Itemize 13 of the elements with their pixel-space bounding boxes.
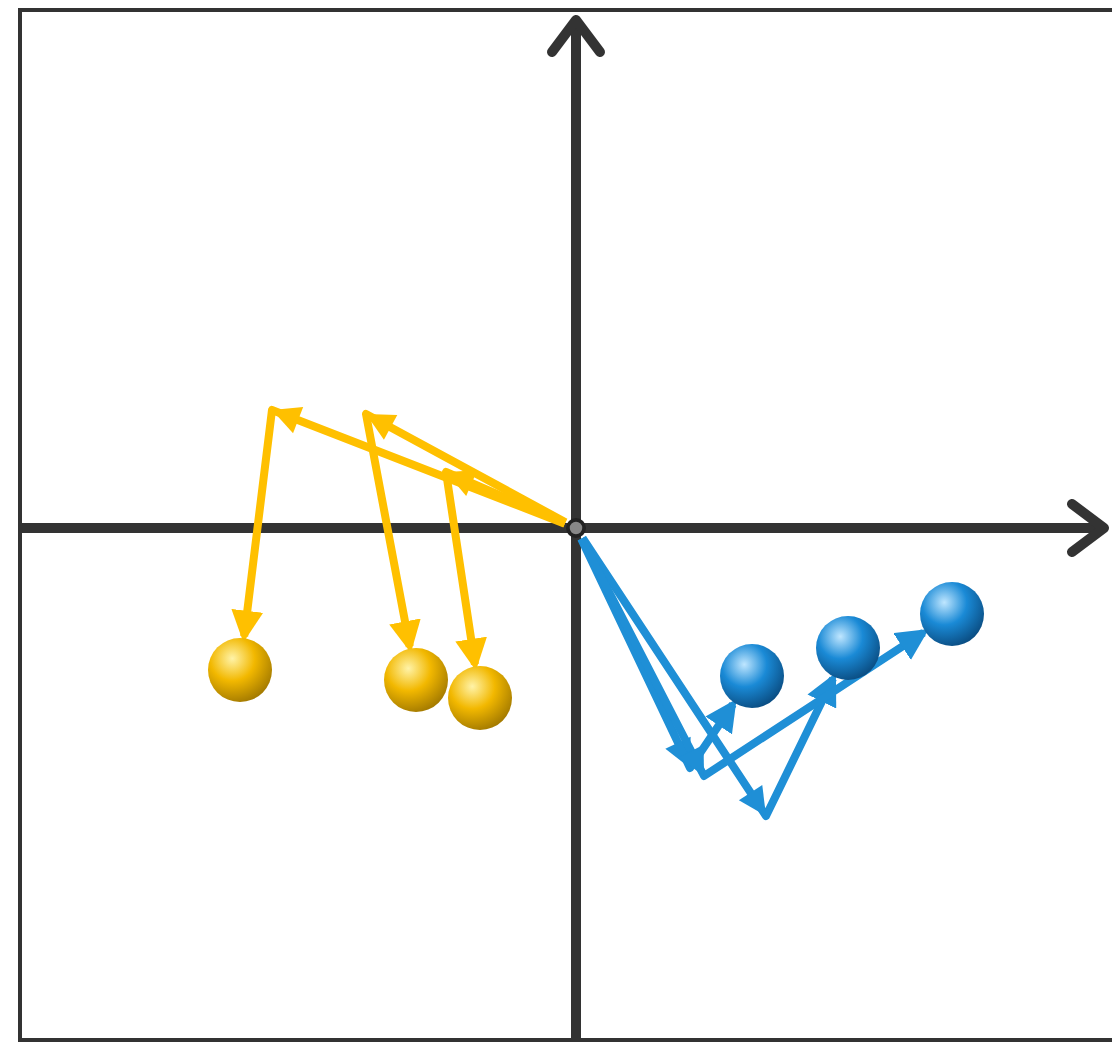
arrow xyxy=(442,468,567,671)
sphere xyxy=(920,582,984,646)
sphere xyxy=(720,644,784,708)
sphere xyxy=(208,638,272,702)
origin-point xyxy=(566,518,586,538)
sphere xyxy=(816,616,880,680)
sphere xyxy=(448,666,512,730)
arrow xyxy=(579,535,837,820)
sphere xyxy=(384,648,448,712)
arrow xyxy=(231,406,567,643)
arrow xyxy=(362,410,568,653)
arrow xyxy=(577,536,929,780)
arrow xyxy=(577,537,737,772)
